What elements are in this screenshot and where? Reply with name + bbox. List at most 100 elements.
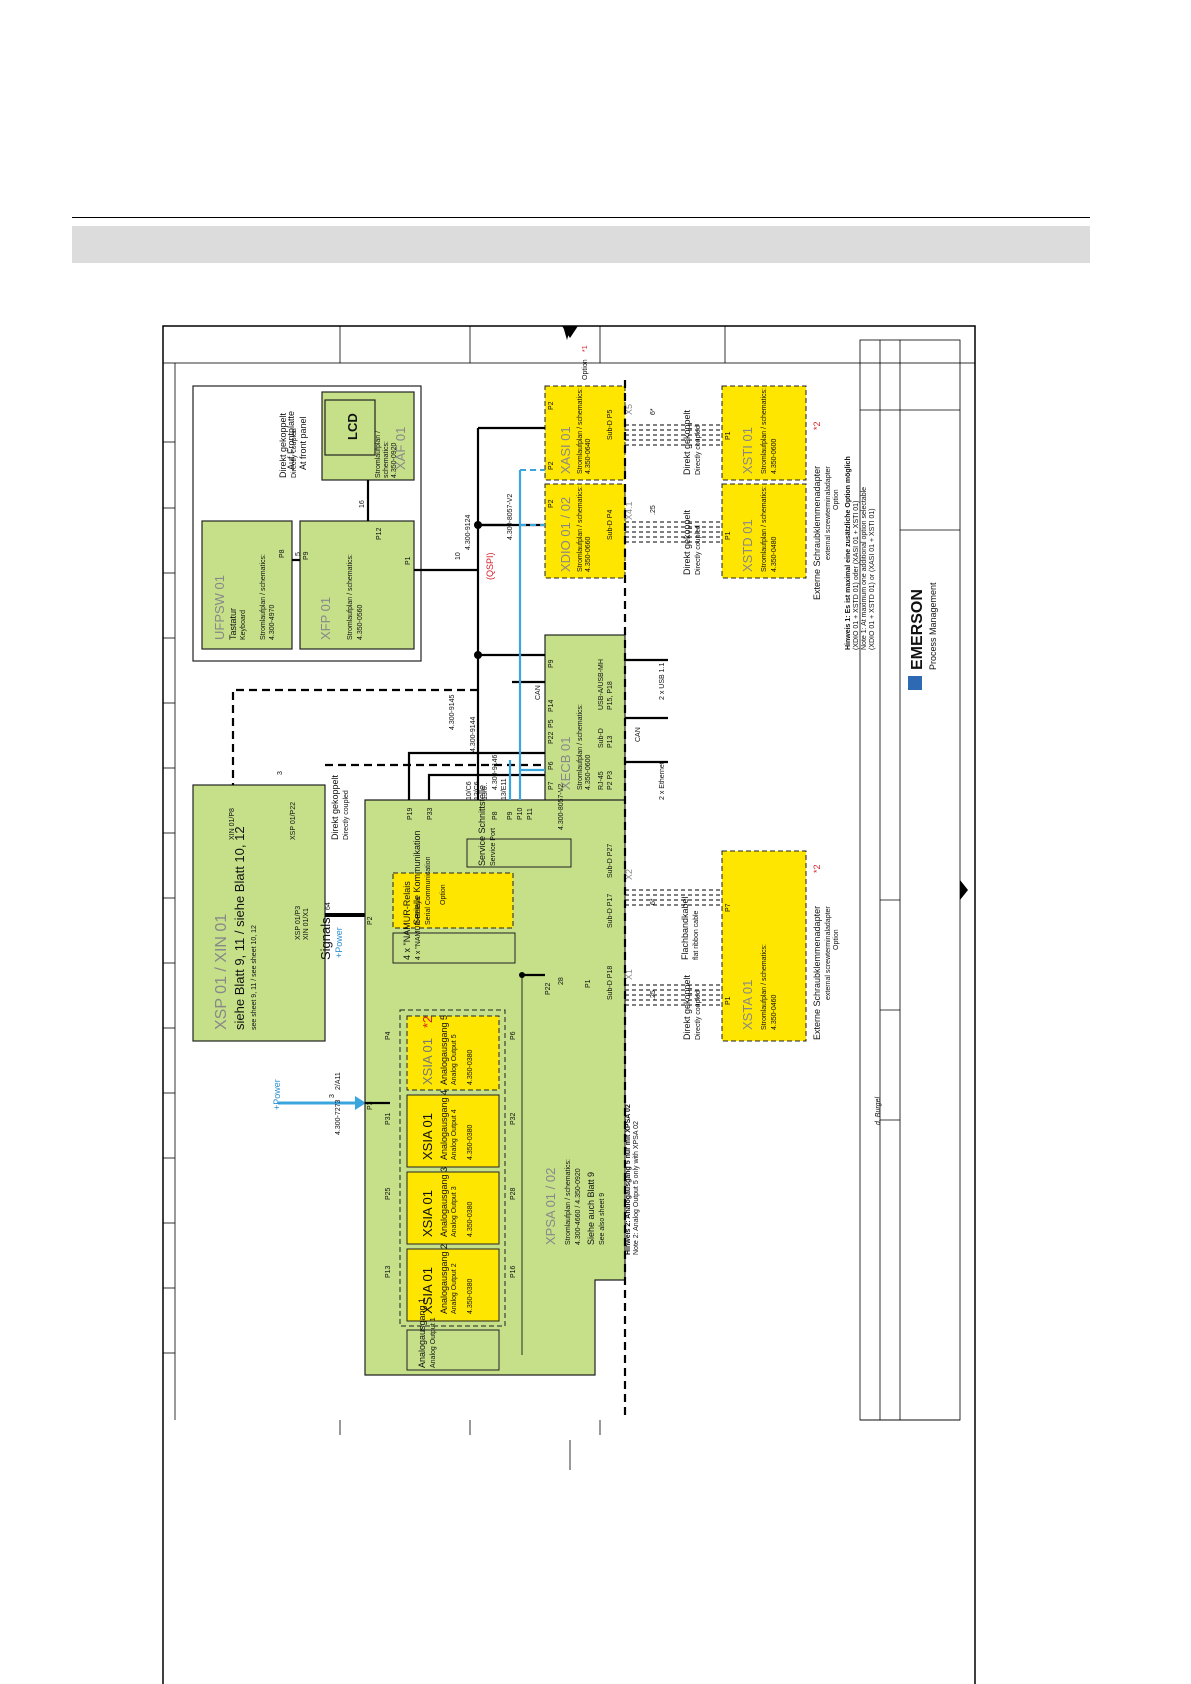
ao2-pin: P13: [385, 1265, 392, 1278]
xpsa-cable-4: 13/E11: [501, 778, 508, 800]
power-in-conn: 2/A11: [335, 1072, 342, 1090]
xecb-port-p2p3: P2 P3: [607, 771, 614, 790]
ao2-en: Analog Output 2: [451, 1263, 458, 1314]
xecb-number: 4.350-0600: [585, 754, 592, 790]
wiring: [231, 426, 545, 1105]
ao4-id: XSIA 01: [420, 1113, 435, 1160]
front-note-en: Directly coupled: [291, 428, 298, 478]
keyboard-de: Tastatur: [228, 608, 238, 640]
xpsa-port-p22: P22: [545, 982, 552, 995]
ao3-en: Analog Output 3: [451, 1186, 458, 1237]
flat-ribbon-de: Flachbandkabel: [680, 896, 690, 960]
xsta-slot-x2: X2: [624, 869, 634, 880]
power-in-label: +Power: [272, 1079, 282, 1110]
xsp-port-xsp-p22: XSP 01/P22: [290, 802, 297, 840]
xfp-port-p9: P9: [303, 551, 310, 560]
xfp-number: 4.350-0560: [357, 604, 364, 640]
xpsa-id: XPSA 01 / 02: [543, 1168, 558, 1245]
xstd-number: 4.350-0480: [771, 536, 778, 572]
lcd-plan: Stromlaufplan /: [375, 431, 382, 478]
ao1-en: Analog Output 1: [430, 1317, 437, 1368]
xfp-port-p1: P1: [405, 556, 412, 565]
ao2-out: P16: [510, 1265, 517, 1278]
xsta-mark: *2: [812, 864, 822, 873]
signature: d. Burgel: [875, 1097, 882, 1125]
cable-9124: 4.300-9124: [465, 514, 472, 550]
xdio-slot: X4.1: [624, 501, 634, 520]
xasi-port-a: P2: [548, 401, 555, 410]
xasi-port-subd: Sub-D P5: [607, 410, 614, 440]
note1-de: Hinweis 1: Es ist maximal eine zusätzlic…: [845, 456, 852, 650]
xecb-port-p9: P9: [548, 659, 555, 668]
cable-qspi: (QSPI): [485, 552, 495, 580]
xpsa-port-p2: P2: [367, 916, 374, 925]
xfp-port-p12: P12: [376, 527, 383, 540]
power-arrow-icon: [355, 1096, 366, 1110]
ao1-de: Analogausgang 1: [417, 1298, 427, 1368]
analog-output-2: XSIA 01 Analogausgang 2 Analog Output 2 …: [385, 1244, 517, 1322]
ufpsw-id: UFPSW 01: [212, 575, 227, 640]
xpsa-port-p19: P19: [407, 807, 414, 820]
ext-adapter-top-de: Externe Schraubklemmenadapter: [812, 466, 822, 600]
ao5-number: 4.350-0380: [467, 1049, 474, 1085]
xpsa-cable-1: 10/C6: [466, 781, 473, 800]
xecb-port-p7: P7: [548, 781, 555, 790]
xsp-port-xsp-p3: XSP 01/P3: [295, 906, 302, 940]
io-can-right: CAN: [635, 727, 642, 742]
xpsa-port-p33: P33: [427, 807, 434, 820]
ao3-pin: P25: [385, 1187, 392, 1200]
coupled-xsta-de: Direkt gekoppelt: [682, 974, 692, 1040]
xdio-id: XDIO 01 / 02: [558, 497, 573, 572]
xecb-port-p13: P13: [607, 735, 614, 748]
xsp-wire: 3: [277, 771, 284, 775]
service-en: Service Port: [490, 828, 497, 866]
cable-9145: 4.300-9145: [449, 694, 456, 730]
analog-output-area: [399, 1009, 506, 1327]
xpsa-see-de: Siehe auch Blatt 9: [586, 1172, 596, 1245]
ao5-en: Analog Output 5: [451, 1034, 458, 1085]
ao5-mark: *2: [420, 1016, 435, 1028]
xecb-port-p6: P6: [548, 761, 555, 770]
serial-comm-box: [392, 872, 514, 929]
ao5-out: P6: [510, 1031, 517, 1040]
xstd-module: [721, 483, 807, 579]
xdio-plan: Stromlaufplan / schematics:: [577, 486, 584, 572]
xasi-plan: Stromlaufplan / schematics:: [577, 388, 584, 474]
xfp-plan: Stromlaufplan / schematics:: [347, 554, 354, 640]
analog-output-1: Analogausgang 1 Analog Output 1: [406, 1298, 500, 1371]
lcd-plan-en: schematics:: [383, 441, 390, 478]
ext-adapter-xsta-de: Externe Schraubklemmenadapter: [812, 906, 822, 1040]
power-in-wire: 3: [329, 1094, 336, 1098]
xsta-plan: Stromlaufplan / schematics:: [761, 944, 768, 1030]
xsti-port: P1: [725, 431, 732, 440]
top-rule: [72, 217, 1090, 218]
coupled-xdio-de: Direkt gekoppelt: [682, 509, 692, 575]
xecb-port-p22: P22: [548, 731, 555, 744]
keyboard-number: 4.300-4970: [269, 604, 276, 640]
xecb-id: XECB 01: [558, 737, 573, 790]
xecb-plan: Stromlaufplan / schematics:: [577, 704, 584, 790]
logo-subtitle: Process Management: [928, 582, 938, 670]
ribbon-bus-top: [625, 424, 722, 543]
lcd-label: LCD: [345, 413, 360, 440]
coupled-xsp-en: Directly coupled: [343, 790, 350, 840]
ao3-number: 4.350-0380: [467, 1201, 474, 1237]
ao5-id: XSIA 01: [420, 1038, 435, 1085]
xasi-port-b: P2: [548, 461, 555, 470]
namur-relays-box: [392, 932, 516, 964]
ao4-number: 4.350-0380: [467, 1124, 474, 1160]
front-panel-en: At front panel: [298, 416, 308, 470]
ao5-pin: P4: [385, 1031, 392, 1040]
emerson-mark-icon: [908, 676, 922, 690]
sub-p18: Sub-D P18: [607, 966, 614, 1000]
xdio-number: 4.350-0660: [585, 536, 592, 572]
ext-adapter-top-option: Option: [833, 489, 840, 510]
xdio-port-a: P2: [548, 499, 555, 508]
xfp-wire-out: 10: [455, 552, 462, 560]
namur-en: 4 x "NAMUR-Relays: [415, 896, 422, 960]
xecb-module: [544, 634, 626, 802]
xasi-module: [544, 385, 626, 481]
cable-8057-top: 4.300-8057-V2: [507, 494, 514, 540]
xasi-mark: *1: [582, 345, 589, 352]
xstd-port: P1: [725, 531, 732, 540]
